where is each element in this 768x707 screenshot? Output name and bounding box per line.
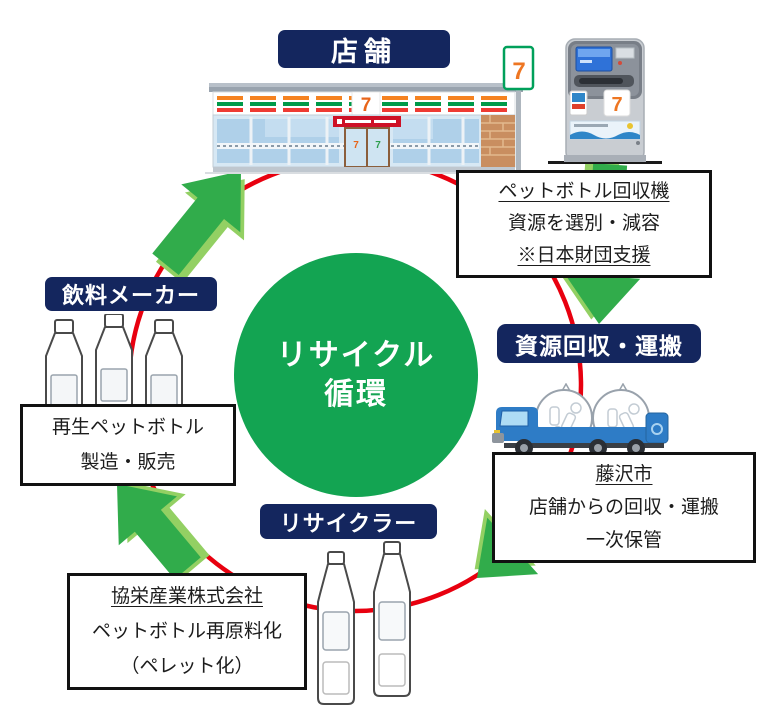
door-seven-icon: 7 [353, 140, 359, 151]
svg-text:7: 7 [361, 95, 372, 116]
callout-kyoei-sangyo: 協栄産業株式会社 ペットボトル再原料化 （ペレット化） [67, 573, 307, 690]
callout-kyoei-line1: 協栄産業株式会社 [110, 586, 263, 607]
callout-fujisawa-line1: 藤沢市 [595, 464, 653, 485]
machine-screen [575, 46, 613, 72]
collection-truck-with-bottle-bags [492, 383, 669, 457]
node-label-collection-transport: 資源回収・運搬 [497, 324, 701, 363]
center-circle: リサイクル 循環 [234, 253, 478, 497]
node-label-recycler: リサイクラー [260, 504, 437, 539]
seven-eleven-storefront: 7 7 7 [205, 45, 535, 174]
center-circle-line2: 循環 [324, 378, 388, 411]
callout-recycled-line1: 再生ペットボトル [51, 417, 204, 438]
machine-sticker-left [569, 90, 588, 116]
svg-text:7: 7 [611, 94, 622, 116]
pet-bottle-collection-machine: 7 [548, 38, 662, 164]
callout-recycled-line2: 製造・販売 [80, 452, 176, 473]
callout-kyoei-line3: （ペレット化） [120, 656, 254, 677]
callout-fujisawa-line2: 店舗からの回収・運搬 [528, 497, 719, 518]
center-circle-line1: リサイクル [276, 339, 436, 372]
callout-machine-line1: ペットボトル回収機 [498, 181, 670, 202]
node-label-recycler-text: リサイクラー [279, 510, 418, 536]
bottle-insert-slot [574, 75, 634, 87]
callout-machine-line2: 資源を選別・減容 [507, 213, 660, 234]
seven-eleven-sign-icon: 7 [502, 45, 535, 172]
arrow-recycler-to-maker-icon [117, 481, 210, 580]
callout-fujisawa-line3: 一次保管 [585, 530, 662, 551]
callout-kyoei-line2: ペットボトル再原料化 [91, 621, 282, 642]
callout-fujisawa: 藤沢市 店舗からの回収・運搬 一次保管 [492, 452, 756, 563]
svg-text:7: 7 [512, 58, 525, 85]
callout-collection-machine: ペットボトル回収機 資源を選別・減容 ※日本財団支援 [456, 170, 712, 278]
node-label-beverage-maker: 飲料メーカー [45, 277, 217, 311]
machine-seven-logo-icon: 7 [603, 89, 631, 117]
seven-eleven-logo-icon: 7 [351, 91, 381, 116]
door-seven-icon: 7 [375, 140, 381, 151]
machine-banner [569, 120, 641, 140]
node-label-collection-transport-text: 資源回収・運搬 [515, 332, 683, 359]
node-label-beverage-maker-text: 飲料メーカー [61, 283, 200, 308]
truck-cab [492, 407, 538, 443]
node-label-store: 店舗 [278, 30, 450, 68]
callout-machine-line3: ※日本財団支援 [517, 245, 651, 266]
node-label-store-text: 店舗 [331, 36, 397, 67]
two-pet-bottles [317, 541, 411, 705]
callout-recycled-bottle: 再生ペットボトル 製造・販売 [20, 404, 236, 486]
arrow-maker-to-store-icon [152, 171, 245, 284]
